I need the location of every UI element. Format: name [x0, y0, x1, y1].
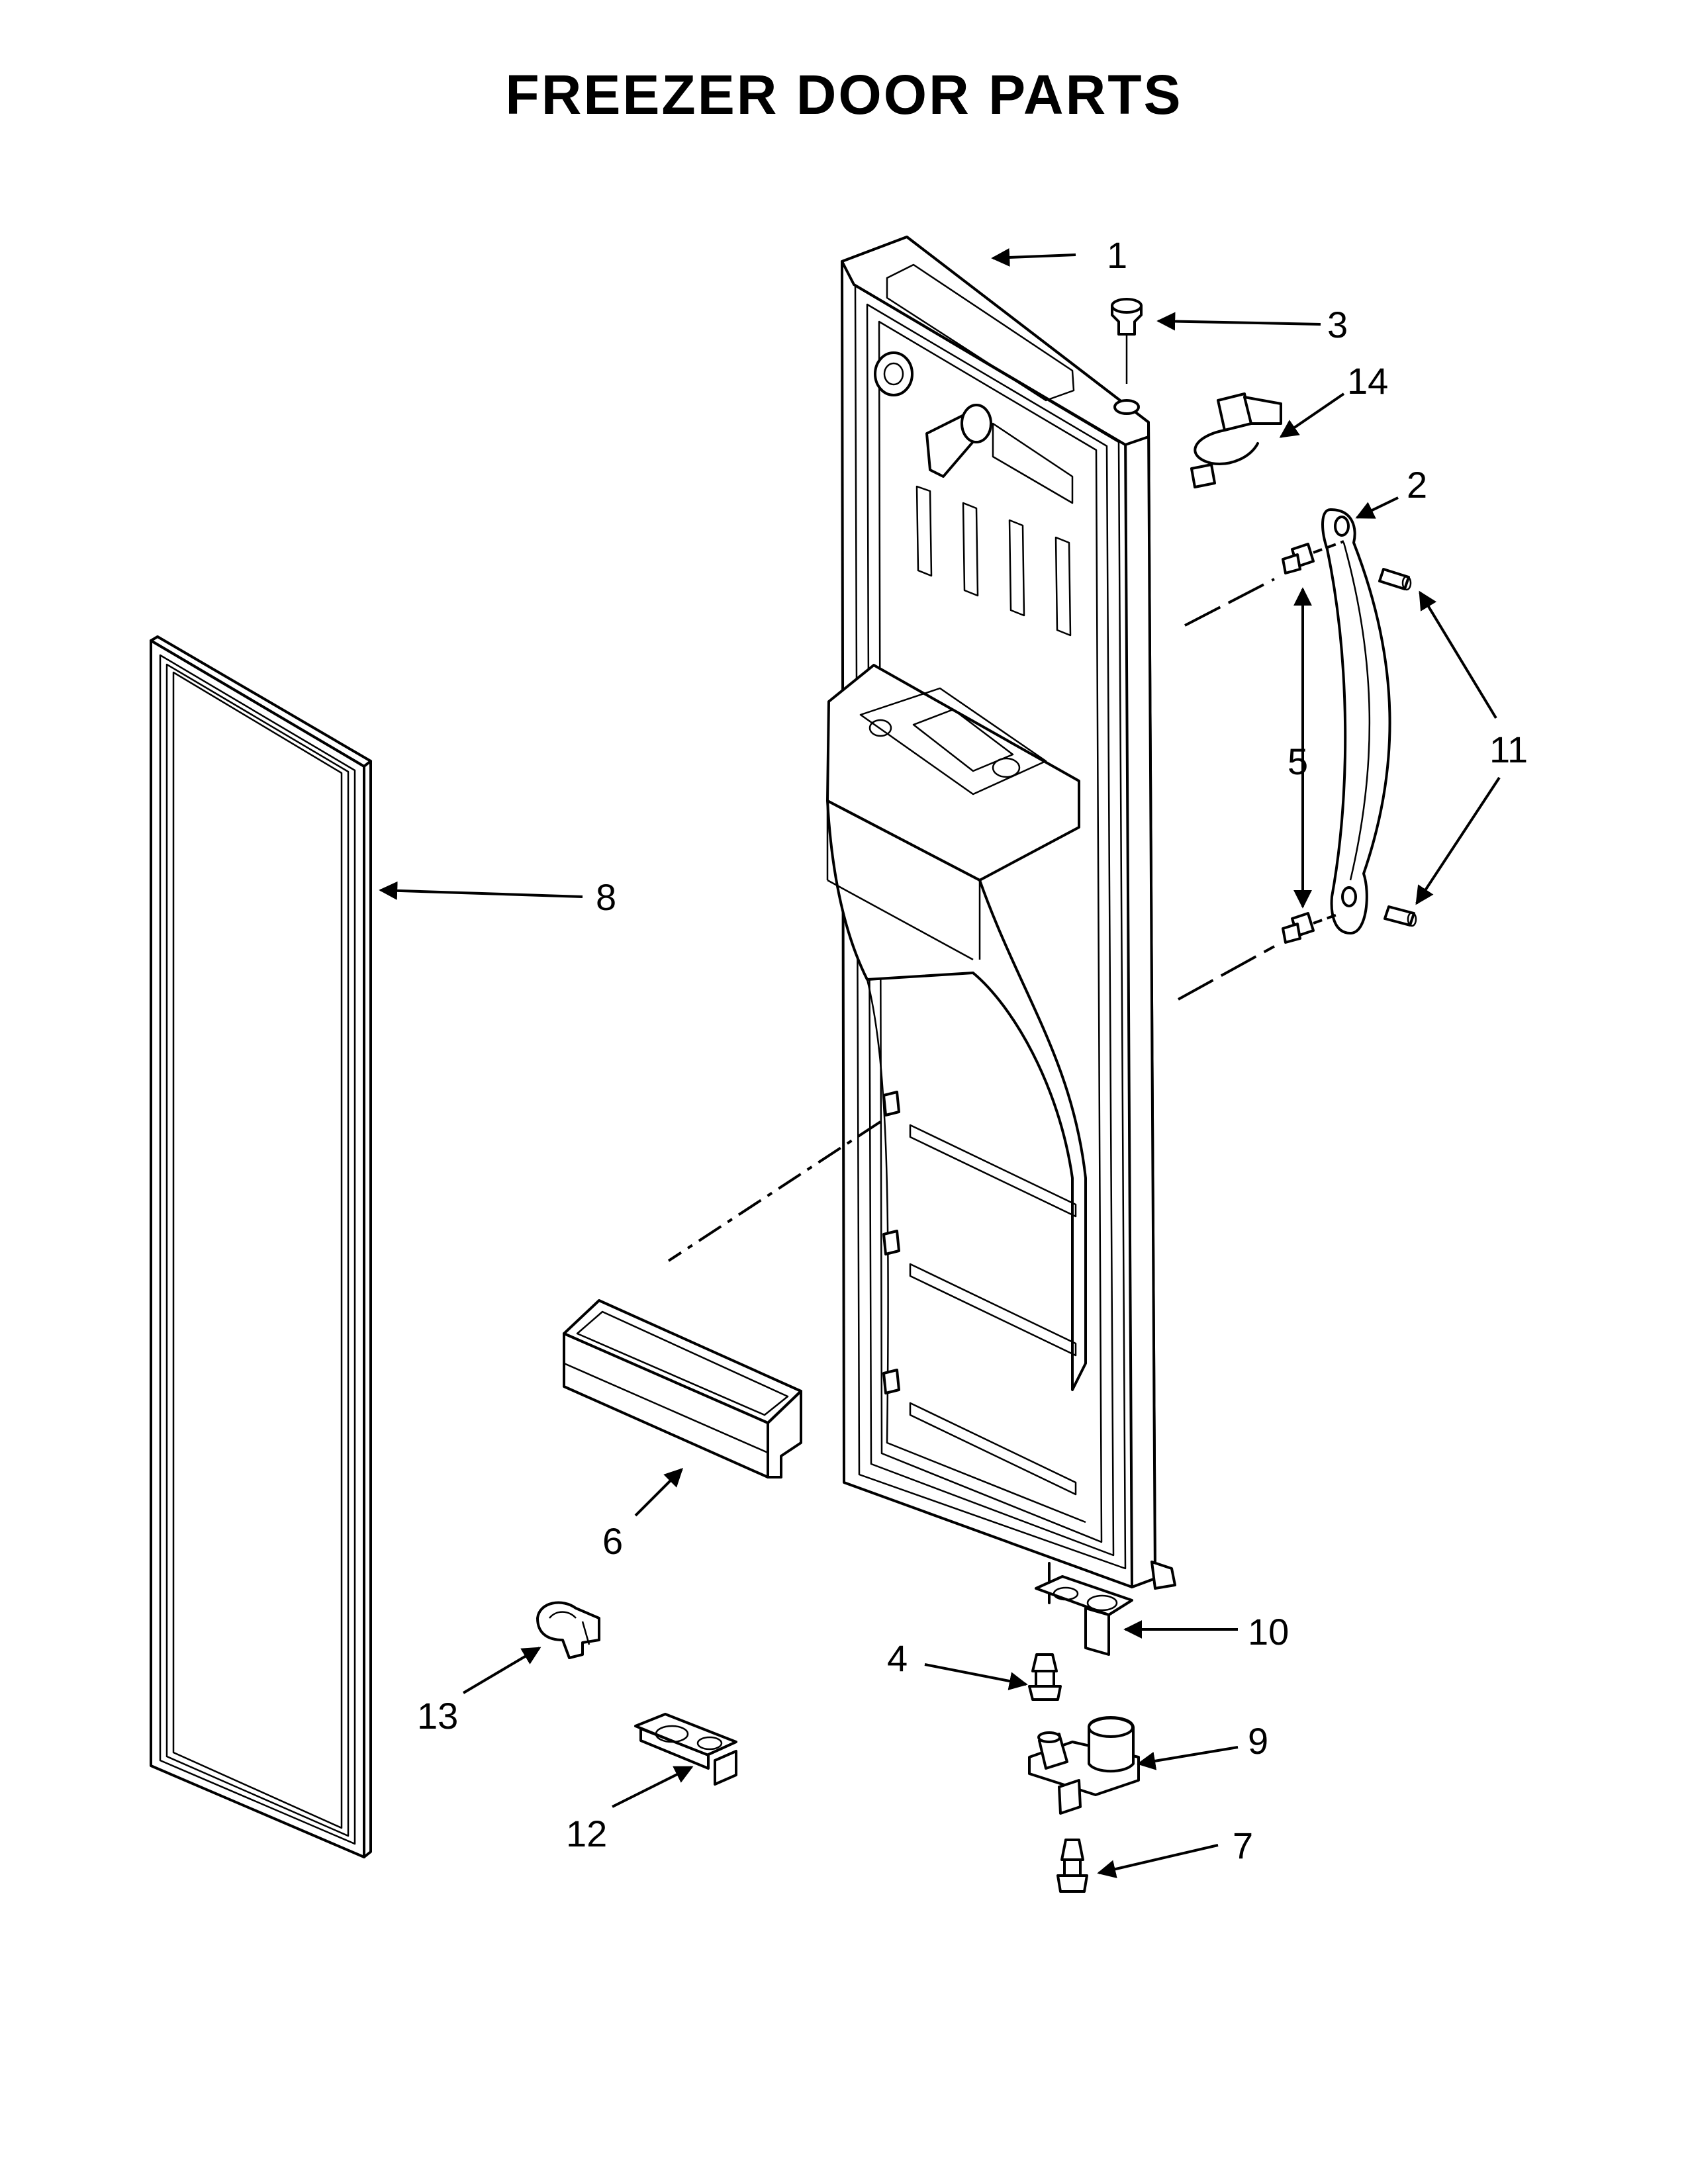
door-bin [563, 1299, 802, 1479]
callout-2: 2 [1407, 464, 1427, 506]
handle [1321, 508, 1391, 934]
page-title: FREEZER DOOR PARTS [505, 64, 1183, 126]
handle-stud-lower [1282, 912, 1338, 944]
callout-9: 9 [1248, 1720, 1268, 1762]
door-gasket [150, 635, 372, 1858]
bottom-screw [1056, 1839, 1088, 1893]
callout-10: 10 [1248, 1611, 1289, 1653]
bracket-clip [536, 1601, 600, 1659]
callout-14: 14 [1347, 360, 1388, 402]
plug-part [1111, 298, 1143, 415]
callout-1: 1 [1107, 234, 1127, 276]
leader-arrows [379, 248, 1501, 1878]
callout-13: 13 [417, 1695, 458, 1737]
callout-5: 5 [1288, 741, 1308, 782]
bottom-hinge [1028, 1716, 1140, 1815]
callout-3: 3 [1327, 304, 1348, 345]
hinge-plate-lower [634, 1713, 737, 1786]
callout-12: 12 [566, 1813, 607, 1854]
set-screw-upper [1378, 568, 1412, 591]
callout-8: 8 [596, 876, 616, 918]
handle-stud-upper [1282, 540, 1344, 574]
hinge-screw [1028, 1653, 1062, 1701]
callout-11: 11 [1489, 729, 1528, 770]
door-assembly [826, 236, 1176, 1590]
callout-4: 4 [887, 1637, 908, 1679]
wire-harness [1190, 392, 1282, 488]
set-screw-lower [1383, 905, 1417, 927]
hinge-cover [1035, 1562, 1133, 1656]
callout-6: 6 [602, 1520, 623, 1562]
callout-7: 7 [1233, 1825, 1253, 1866]
